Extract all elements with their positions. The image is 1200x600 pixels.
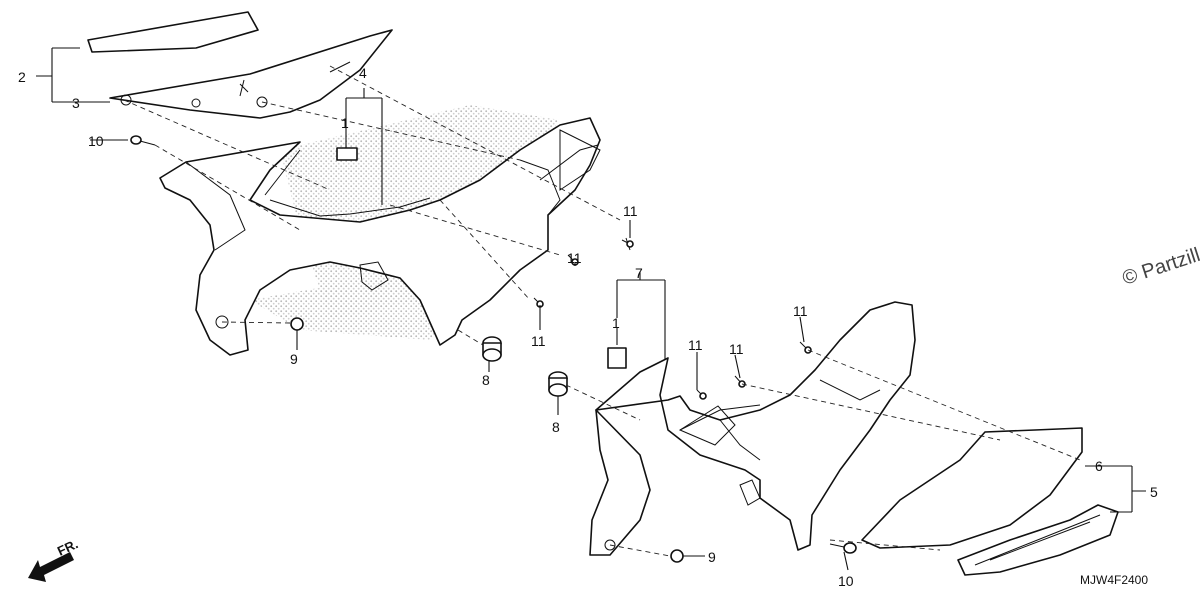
left-side-cover [159, 117, 601, 356]
callout-9-lower: 9 [708, 549, 716, 565]
upper-cover-mount-hole [256, 96, 268, 108]
callout-6: 6 [1095, 458, 1103, 474]
right-side-cover-bracket [739, 479, 761, 506]
assembly-lines [123, 65, 1081, 557]
left-side-cover-body [159, 117, 601, 356]
watermark: © Partzilla [1120, 240, 1200, 289]
bolt-lower-right [829, 542, 857, 554]
upper-cover-body [109, 29, 393, 119]
callout-8-lower: 8 [552, 419, 560, 435]
direction-label: FR. [55, 536, 80, 558]
right-side-cover [589, 301, 916, 556]
callout-3: 3 [72, 95, 80, 111]
bolt-upper-left [130, 135, 156, 146]
nut-upper [290, 317, 304, 331]
upper-cover-mount-hole [191, 98, 201, 108]
callout-10-upper: 10 [88, 133, 104, 149]
front-direction-indicator: FR. [28, 536, 80, 582]
right-side-cover-body [595, 301, 916, 551]
pad-part-lower [607, 347, 627, 369]
diagram-code: MJW4F2400 [1080, 573, 1148, 587]
outer-panel [861, 427, 1083, 549]
callout-4: 4 [359, 65, 367, 81]
callout-9-upper: 9 [290, 351, 298, 367]
pad-part-upper [336, 147, 358, 161]
nut-lower [670, 549, 684, 563]
callout-11-c: 11 [531, 333, 546, 349]
panel-assembly [861, 427, 1119, 576]
grommet-lower [548, 371, 568, 397]
left-side-cover-edges [185, 149, 431, 251]
left-side-cover-mount-hole [215, 315, 229, 329]
inner-plate-ribs [974, 514, 1101, 566]
callout-8-upper: 8 [482, 372, 490, 388]
upper-cover-sticker [87, 11, 259, 53]
left-side-cover-vent [559, 129, 601, 191]
arrow-icon [28, 552, 74, 582]
callout-11-b: 11 [567, 250, 582, 266]
grommet-upper [482, 336, 502, 362]
callout-11-e: 11 [729, 341, 744, 357]
upper-cover-part [87, 11, 393, 119]
right-side-cover-vent [678, 405, 736, 446]
right-side-cover-lower-fin [589, 409, 651, 556]
callout-11-a: 11 [623, 203, 638, 219]
right-side-cover-mount-hole [604, 539, 616, 551]
callout-11-d: 11 [688, 337, 703, 353]
callout-7: 7 [635, 265, 643, 281]
callout-10-lower: 10 [838, 573, 854, 589]
callout-5: 5 [1150, 484, 1158, 500]
leader-lines [36, 47, 1146, 571]
callout-1-lower: 1 [612, 315, 620, 331]
upper-cover-mount-hole [120, 94, 132, 106]
callout-1-upper: 1 [341, 115, 349, 131]
upper-cover-clips [239, 61, 351, 97]
right-side-cover-edges [679, 379, 881, 461]
callout-2: 2 [18, 69, 26, 85]
callout-labels: 2 3 4 1 10 11 11 11 9 8 8 7 1 11 11 11 6… [18, 65, 1158, 589]
left-side-cover-bracket [359, 261, 389, 291]
callout-11-f: 11 [793, 303, 808, 319]
